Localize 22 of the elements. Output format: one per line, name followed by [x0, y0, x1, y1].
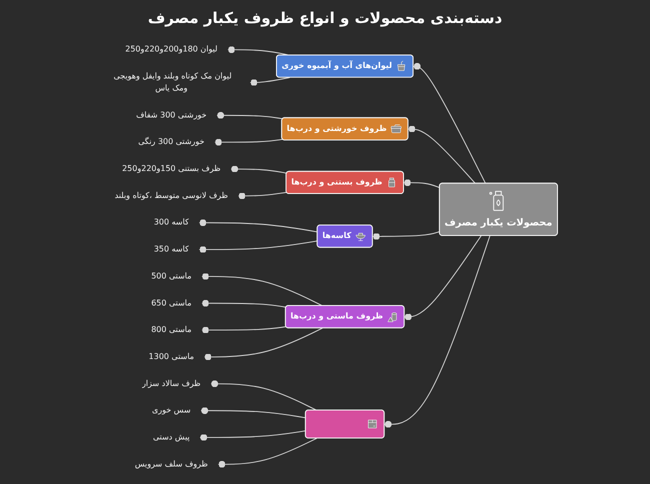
connector	[204, 328, 323, 360]
connector	[372, 231, 440, 240]
connector	[214, 138, 284, 146]
connector	[200, 407, 306, 418]
connector	[201, 272, 323, 306]
connector	[408, 126, 476, 184]
connector	[201, 326, 286, 334]
connector	[404, 235, 482, 320]
connector	[412, 62, 486, 184]
connector	[403, 179, 440, 188]
connector	[230, 166, 288, 174]
connector	[238, 192, 288, 200]
connector	[201, 300, 286, 308]
connector	[198, 219, 318, 232]
connector	[216, 112, 284, 120]
connector	[200, 430, 306, 441]
connector	[250, 77, 290, 86]
connector	[210, 380, 318, 411]
connector	[218, 438, 318, 468]
diagram-title: دسته‌بندی محصولات و انواع ظروف یکبار مصرف	[148, 9, 502, 27]
connector	[198, 240, 318, 254]
connector	[384, 235, 490, 428]
